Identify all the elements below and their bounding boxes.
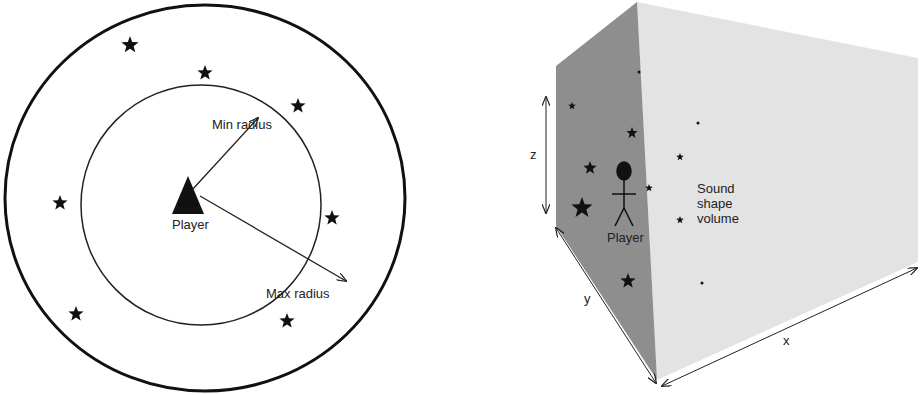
dimension-label: y [584, 292, 591, 307]
star [626, 127, 637, 138]
volume-dark-face [556, 2, 657, 380]
star-group [52, 36, 339, 328]
star [568, 102, 576, 109]
star [324, 210, 339, 225]
star [52, 195, 67, 210]
star [290, 98, 305, 113]
star [583, 161, 596, 174]
star-group [568, 71, 703, 288]
star [68, 306, 83, 321]
star-dot [701, 282, 704, 285]
star [572, 197, 593, 217]
dimension-label: z [530, 148, 537, 163]
player-label: Player [172, 218, 209, 233]
star [197, 65, 212, 80]
star [676, 153, 684, 160]
star [645, 184, 653, 191]
max-circle [5, 5, 405, 391]
star [279, 313, 294, 328]
dimension-label: x [783, 334, 790, 349]
volume-label: Sound shape volume [697, 182, 759, 227]
volume-light-face [637, 2, 918, 380]
star-dot [697, 122, 700, 125]
player-figure [612, 162, 636, 226]
player-label: Player [607, 231, 644, 246]
star [620, 273, 635, 288]
y-dimension [556, 228, 656, 383]
z-dimension [546, 97, 547, 213]
max-radius-arrow [200, 196, 346, 281]
radius-label: Max radius [266, 287, 330, 302]
x-dimension [662, 268, 917, 386]
radius-label: Min radius [212, 118, 272, 133]
star [121, 36, 138, 52]
star [676, 216, 684, 223]
star-dot [638, 71, 641, 74]
